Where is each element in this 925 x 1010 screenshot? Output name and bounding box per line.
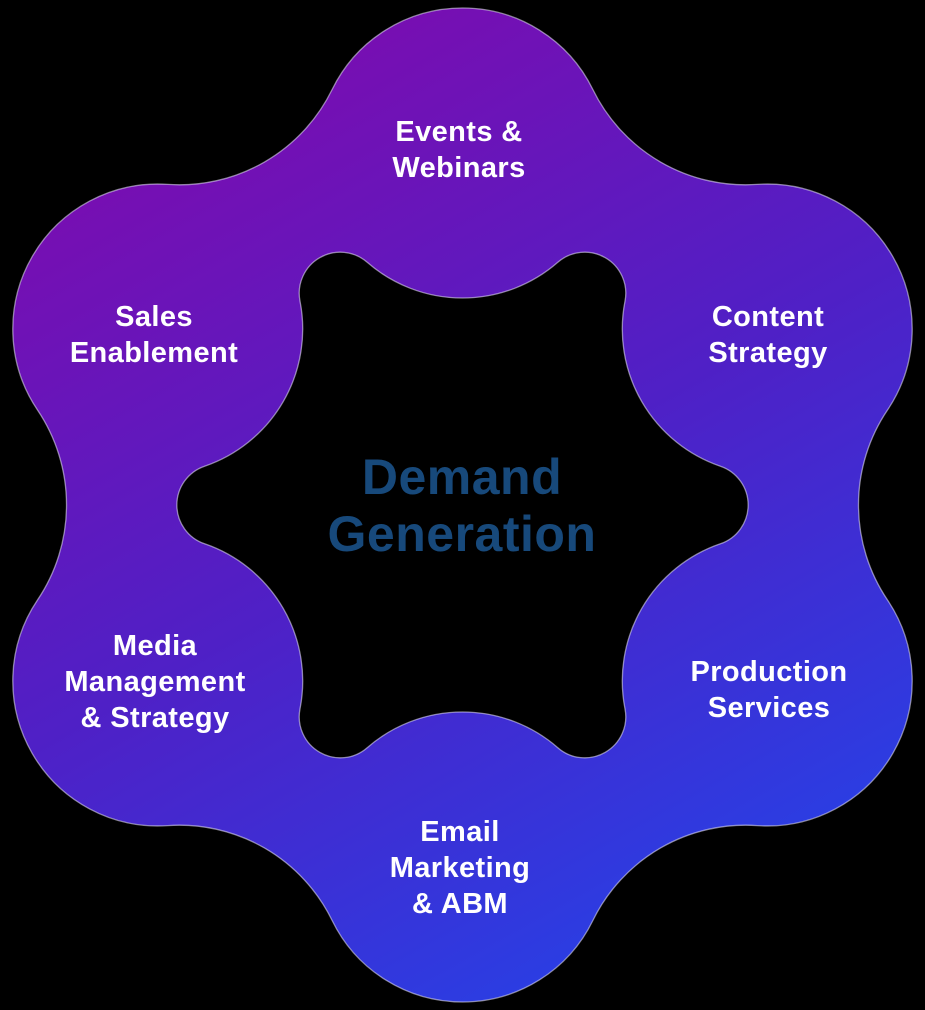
flower-blob-path bbox=[12, 7, 913, 1003]
